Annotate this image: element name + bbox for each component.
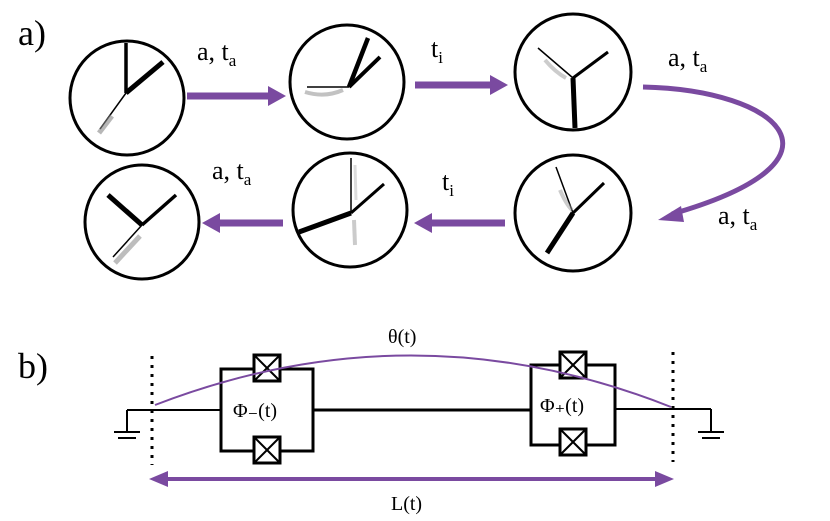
josephson-junction-right-bottom (558, 427, 588, 457)
panel-b-label: b) (18, 346, 48, 386)
arrow-label-1: a, ta (197, 37, 237, 70)
length-double-arrow (149, 471, 674, 487)
arrow-5 (202, 213, 283, 233)
braid-state-1 (68, 39, 186, 157)
phi-plus-label: Φ₊(t) (540, 395, 584, 417)
arrow-2 (415, 75, 508, 95)
arrow-label-2: ti (431, 34, 443, 67)
braid-state-4 (513, 153, 633, 273)
josephson-junction-left-bottom (252, 435, 282, 465)
length-label: L(t) (391, 493, 422, 515)
ground-symbol-right (615, 408, 724, 439)
braid-state-5 (291, 151, 409, 269)
ground-symbol-left (114, 409, 222, 439)
arrow-label-3: a, ta (668, 43, 708, 76)
arrow-1 (187, 86, 286, 106)
theta-arc (154, 354, 672, 408)
arrow-label-5: ti (442, 167, 454, 200)
phi-minus-label: Φ₋(t) (233, 400, 277, 422)
arrow-label-6: a, ta (212, 156, 252, 189)
arrow-4 (414, 213, 505, 233)
arrow-3-curved (642, 84, 786, 222)
josephson-junction-left-top (252, 353, 282, 383)
josephson-junction-right-top (558, 350, 588, 380)
braid-state-3 (513, 12, 633, 132)
theta-label: θ(t) (388, 326, 416, 348)
braid-state-6 (83, 163, 201, 281)
panel-a-label: a) (18, 13, 46, 53)
braid-state-2 (288, 23, 406, 141)
arrow-label-4: a, ta (718, 201, 758, 234)
